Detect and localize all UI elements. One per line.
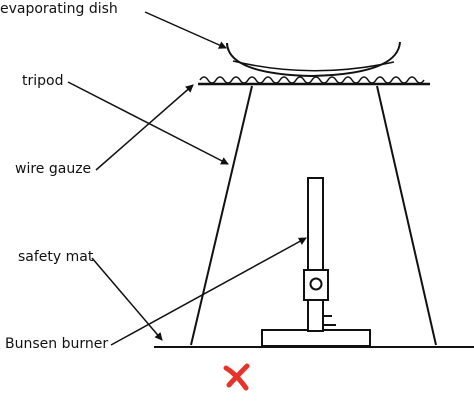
label-wire-gauze: wire gauze bbox=[15, 161, 92, 177]
bunsen-burner-base bbox=[261, 329, 371, 347]
pointer-evaporating-dish bbox=[144, 11, 227, 49]
tripod-leg-left bbox=[190, 85, 253, 346]
pointer-wire-gauze bbox=[95, 84, 194, 171]
label-tripod: tripod bbox=[22, 73, 64, 89]
bunsen-burner-gas-inlet bbox=[322, 305, 336, 326]
bunsen-burner-air-hole bbox=[309, 277, 323, 291]
pointer-safety-mat bbox=[91, 257, 163, 341]
red-x-cross-icon bbox=[223, 363, 250, 391]
bunsen-burner-barrel bbox=[307, 177, 324, 332]
pointer-tripod bbox=[67, 81, 229, 165]
label-safety-mat: safety mat bbox=[18, 249, 94, 265]
evaporating-dish bbox=[226, 41, 401, 78]
label-evaporating-dish: evaporating dish bbox=[0, 1, 118, 17]
pointer-bunsen-burner bbox=[110, 237, 307, 346]
tripod-leg-right bbox=[376, 85, 437, 346]
label-bunsen-burner: Bunsen burner bbox=[5, 336, 109, 352]
evaporating-dish-rim bbox=[232, 60, 395, 72]
wire-gauze bbox=[199, 76, 425, 84]
